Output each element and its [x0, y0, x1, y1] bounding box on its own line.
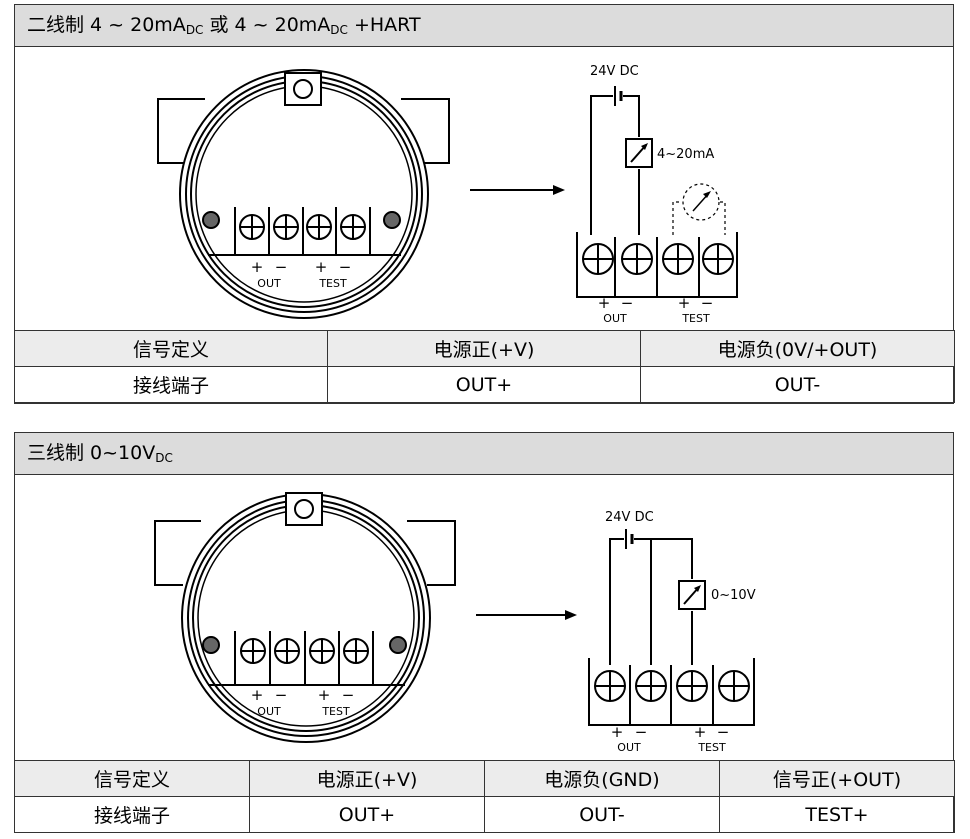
svg-text:+: +: [598, 294, 611, 312]
svg-text:+: +: [318, 686, 331, 704]
table-row: 接线端子 OUT+ OUT-: [14, 366, 955, 403]
housing-terminal-labels: + − OUT + − TEST: [251, 686, 355, 718]
table-cell: 信号定义: [14, 330, 328, 367]
svg-text:OUT: OUT: [617, 741, 641, 754]
svg-text:−: −: [342, 686, 355, 704]
table-cell: 电源负(0V/+OUT): [640, 330, 955, 367]
supply-label: 24V DC: [605, 510, 654, 525]
table-row: 接线端子 OUT+ OUT- TEST+: [14, 796, 955, 833]
circuit-terminal-labels: + − OUT + − TEST: [598, 294, 714, 325]
meter-label: 4~20mA: [657, 147, 714, 162]
terminal-block: [234, 207, 371, 256]
svg-text:OUT: OUT: [257, 277, 281, 290]
table-cell: OUT+: [249, 796, 485, 833]
panel-title: 三线制 0~10VDC: [15, 433, 953, 475]
table-cell: OUT+: [327, 366, 641, 403]
svg-text:TEST: TEST: [318, 277, 347, 290]
two-wire-panel: 二线制 4 ~ 20mADC 或 4 ~ 20mADC +HART: [14, 4, 955, 404]
svg-text:OUT: OUT: [603, 312, 627, 325]
signal-table: 信号定义 电源正(+V) 电源负(GND) 信号正(+OUT) 接线端子 OUT…: [14, 760, 955, 833]
circuit-diagram: 24V DC 4~20mA: [576, 64, 738, 325]
wiring-diagram: + − OUT + − TEST 24V DC 0~10V: [154, 492, 756, 754]
svg-text:+: +: [678, 294, 691, 312]
terminal-screw-icon: [582, 243, 734, 275]
screw-icon: [202, 636, 407, 654]
wiring-diagram: + − OUT + − TEST 24V DC 4~20: [157, 64, 738, 325]
three-wire-panel: 三线制 0~10VDC: [14, 432, 955, 833]
table-cell: 接线端子: [14, 796, 250, 833]
table-cell: OUT-: [484, 796, 720, 833]
arrow-right-icon: [470, 185, 565, 195]
table-header-row: 信号定义 电源正(+V) 电源负(GND) 信号正(+OUT): [14, 760, 955, 797]
circuit-terminal-labels: + − OUT + − TEST: [611, 723, 730, 754]
table-cell: 电源正(+V): [249, 760, 485, 797]
arrow-right-icon: [476, 610, 577, 620]
svg-text:−: −: [621, 294, 634, 312]
transmitter-housing: [157, 69, 450, 319]
svg-text:−: −: [717, 723, 730, 741]
gauge-icon: [682, 183, 720, 221]
svg-text:−: −: [275, 686, 288, 704]
svg-text:TEST: TEST: [681, 312, 710, 325]
table-cell: OUT-: [640, 366, 955, 403]
svg-text:+: +: [251, 686, 264, 704]
transmitter-housing: [154, 492, 456, 743]
terminal-block: [234, 631, 374, 686]
test-meter: [672, 201, 726, 235]
svg-text:−: −: [635, 723, 648, 741]
svg-text:OUT: OUT: [257, 705, 281, 718]
svg-text:−: −: [275, 258, 288, 276]
supply-label: 24V DC: [590, 64, 639, 79]
svg-text:+: +: [694, 723, 707, 741]
terminal-screw-icon: [240, 638, 369, 664]
table-cell: TEST+: [719, 796, 955, 833]
svg-text:TEST: TEST: [321, 705, 350, 718]
panel-title: 二线制 4 ~ 20mADC 或 4 ~ 20mADC +HART: [15, 5, 953, 47]
housing-terminal-labels: + − OUT + − TEST: [251, 258, 352, 290]
table-cell: 电源负(GND): [484, 760, 720, 797]
table-cell: 信号正(+OUT): [719, 760, 955, 797]
svg-text:+: +: [315, 258, 328, 276]
table-cell: 电源正(+V): [327, 330, 641, 367]
table-cell: 信号定义: [14, 760, 250, 797]
svg-text:TEST: TEST: [697, 741, 726, 754]
meter-label: 0~10V: [711, 588, 756, 603]
signal-table: 信号定义 电源正(+V) 电源负(0V/+OUT) 接线端子 OUT+ OUT-: [14, 330, 955, 403]
table-cell: 接线端子: [14, 366, 328, 403]
terminal-screw-icon: [239, 214, 366, 240]
circuit-terminal-block: [576, 232, 738, 298]
screw-icon: [202, 211, 401, 229]
svg-text:−: −: [701, 294, 714, 312]
table-header-row: 信号定义 电源正(+V) 电源负(0V/+OUT): [14, 330, 955, 367]
meter-needle-icon: [641, 143, 648, 150]
circuit-terminal-block: [588, 658, 755, 726]
svg-text:−: −: [339, 258, 352, 276]
svg-text:+: +: [251, 258, 264, 276]
svg-text:+: +: [611, 723, 624, 741]
meter-needle-icon: [694, 585, 701, 592]
terminal-screw-icon: [594, 670, 750, 702]
circuit-diagram: 24V DC 0~10V: [588, 510, 756, 754]
